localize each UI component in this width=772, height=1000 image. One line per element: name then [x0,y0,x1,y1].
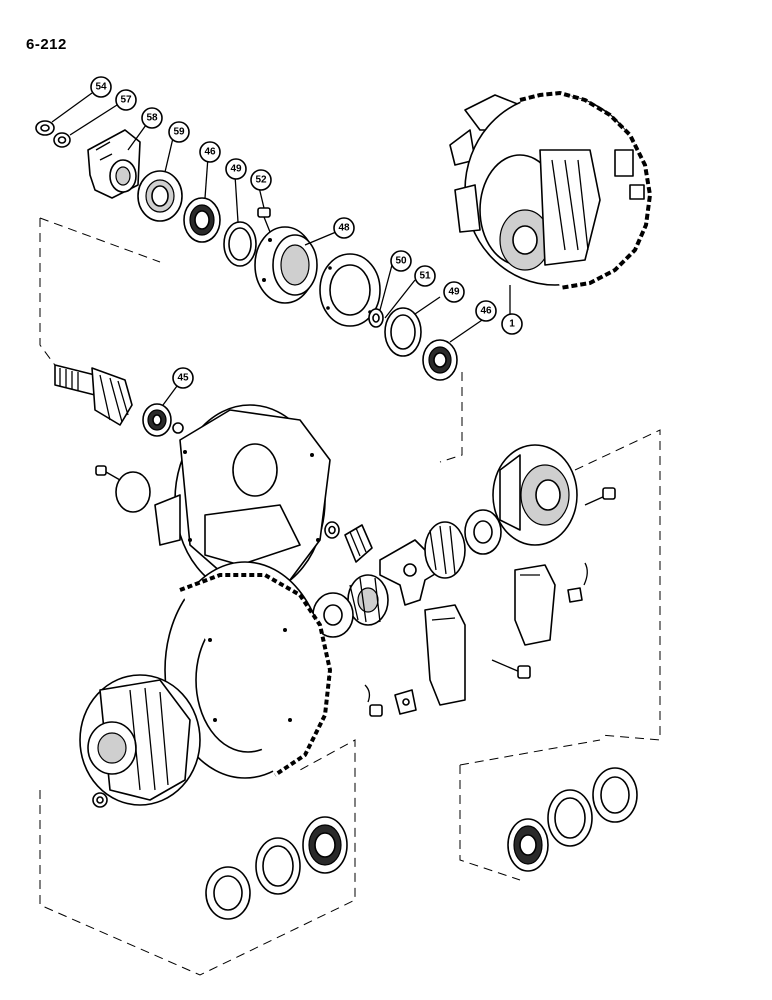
svg-text:59: 59 [173,127,185,138]
differential-case-half-part [492,444,578,546]
thrust-washer-large-part [312,592,354,638]
bearing-cone-right-bottom-part [507,818,549,872]
callout-51: 51 [414,265,436,287]
bearing-cup-right-bottom-part [547,789,593,847]
callout-46-lower: 46 [475,300,497,322]
callout-50: 50 [390,250,412,272]
svg-text:58: 58 [146,113,158,124]
bearing-cup-lower-part [384,307,422,357]
page-number: 6-212 [26,36,67,53]
svg-text:52: 52 [255,175,267,186]
adjusting-nut-right-part [592,767,638,823]
svg-text:51: 51 [419,271,431,282]
case-nut-part [92,792,108,808]
yoke-part [87,129,141,199]
side-gear-left-part [347,574,389,626]
callout-57: 57 [115,89,137,111]
lock-bolt-part [364,684,383,717]
svg-text:45: 45 [177,373,189,384]
svg-text:49: 49 [448,287,460,298]
washer-part [53,132,71,148]
adjusting-nut-left-part [205,866,251,920]
leader-lines [51,92,511,406]
bearing-cone-lower-part [422,339,458,381]
spacer-part [368,308,384,328]
callout-45: 45 [172,367,194,389]
callout-46-upper: 46 [199,141,221,163]
side-gear-right-part [424,521,466,579]
svg-text:49: 49 [230,164,242,175]
svg-text:54: 54 [95,82,107,93]
callout-58: 58 [141,107,163,129]
carrier-housing-part [154,404,331,596]
group-boundary-pinion [39,217,463,463]
case-bolt-part [584,487,616,506]
drive-pinion-part [54,364,133,426]
group-boundary-left-bearing [39,739,356,976]
retainer-part [254,226,318,304]
gasket-part [319,253,381,327]
thrust-washer-left-part [324,521,340,539]
bearing-cap-left-part [424,604,466,706]
bearing-cone-part [183,197,221,243]
pinion-bearing-part [142,403,172,437]
svg-text:57: 57 [120,95,132,106]
svg-text:46: 46 [204,147,216,158]
svg-text:1: 1 [509,319,515,330]
cover-bolt-part [95,465,121,481]
ring-gear-part [164,561,332,779]
svg-text:50: 50 [395,256,407,267]
cover-plate-part [115,471,151,513]
callout-54: 54 [90,76,112,98]
differential-case-part [79,674,201,806]
bearing-cup-part [223,221,257,267]
bearing-cone-left-bottom-part [302,816,348,874]
lock-tab-part [394,689,417,715]
differential-assembly [449,91,652,290]
callout-59: 59 [168,121,190,143]
group-boundary-right-bearing [459,739,601,881]
bearing-cup-left-bottom-part [255,837,301,895]
side-pinion-gear-left-part [344,524,373,563]
callout-49-lower: 49 [443,281,465,303]
callout-1: 1 [501,313,523,335]
bearing-cap-right-part [514,564,556,646]
bolt-part [257,207,271,233]
group-boundary-carrier [574,429,661,741]
cotter-pin-part [567,562,588,603]
cap-bolt-right-part [491,659,531,679]
callout-52: 52 [250,169,272,191]
callout-48: 48 [333,217,355,239]
callout-49-upper: 49 [225,158,247,180]
pinion-washer-part [172,422,184,434]
nut-part [35,120,55,136]
svg-text:48: 48 [338,223,350,234]
thrust-washer-right-part [464,509,502,555]
svg-text:46: 46 [480,306,492,317]
seal-part [137,170,183,222]
